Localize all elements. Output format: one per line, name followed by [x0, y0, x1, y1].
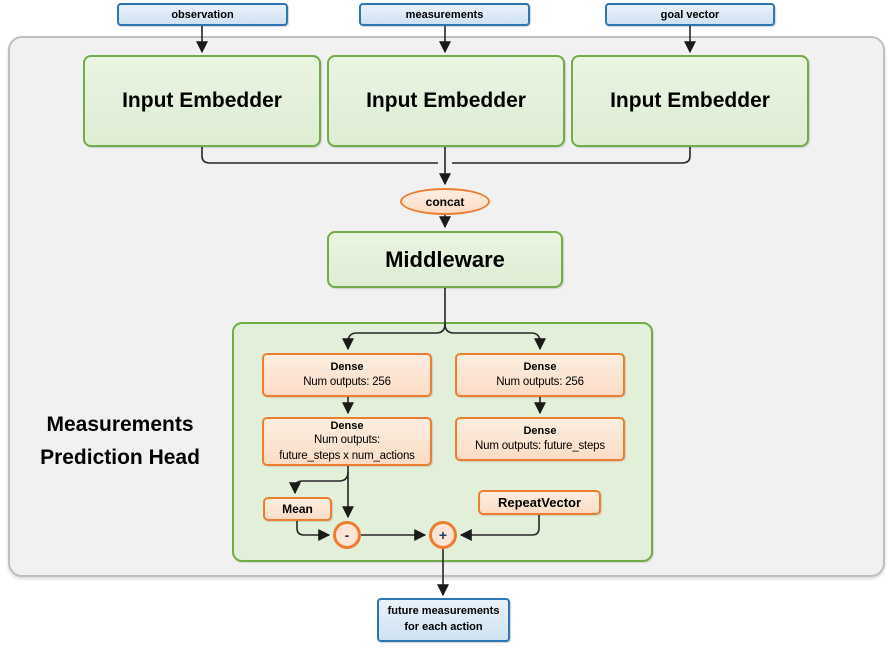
subtract-node: - [333, 521, 361, 549]
flow-arrows [196, 25, 696, 597]
mean-label: Mean [282, 501, 313, 516]
input-embedder-goal-vector: Input Embedder [571, 55, 809, 147]
dense-subtitle: Num outputs: future_steps [475, 439, 605, 452]
repeat-vector-box: RepeatVector [478, 490, 601, 515]
output-box-future-measurements: future measurements for each action [377, 598, 510, 642]
add-operator: + [438, 527, 448, 543]
subtract-operator: - [344, 527, 350, 543]
middleware-box: Middleware [327, 231, 563, 288]
dense-title: Dense [330, 360, 364, 373]
dense-title: Dense [330, 419, 364, 432]
embedder-label: Input Embedder [122, 89, 282, 112]
dense-subtitle: Num outputs: 256 [303, 375, 391, 388]
dense-future-steps-num-actions-box: Dense Num outputs: future_steps x num_ac… [262, 417, 432, 466]
dense-subtitle: Num outputs: 256 [496, 375, 584, 388]
input-embedder-measurements: Input Embedder [327, 55, 565, 147]
dense-256-actions-box: Dense Num outputs: 256 [262, 353, 432, 397]
source-label: observation [171, 8, 234, 21]
embedder-label: Input Embedder [366, 89, 526, 112]
output-label-line1: future measurements [387, 605, 500, 618]
dense-title: Dense [523, 424, 557, 437]
dense-title: Dense [523, 360, 557, 373]
source-box-measurements: measurements [359, 3, 530, 26]
dense-subtitle-line1: Num outputs: [314, 434, 380, 447]
source-label: measurements [405, 8, 484, 21]
source-box-goal-vector: goal vector [605, 3, 775, 26]
dense-subtitle-line2: future_steps x num_actions [279, 449, 415, 462]
head-title-line1: Measurements [46, 413, 194, 436]
mean-box: Mean [263, 497, 332, 521]
middleware-label: Middleware [385, 246, 505, 272]
dense-future-steps-box: Dense Num outputs: future_steps [455, 417, 625, 461]
head-title: Measurements Prediction Head [14, 409, 226, 474]
repeat-vector-label: RepeatVector [497, 494, 582, 510]
embedder-label: Input Embedder [610, 89, 770, 112]
add-node: + [429, 521, 457, 549]
input-embedder-observation: Input Embedder [83, 55, 321, 147]
source-label: goal vector [660, 8, 720, 21]
concat-label: concat [425, 194, 465, 209]
output-label-line2: for each action [404, 621, 483, 633]
concat-node: concat [400, 188, 490, 215]
head-title-line2: Prediction Head [40, 445, 200, 469]
source-box-observation: observation [117, 3, 288, 26]
dense-256-expectation-box: Dense Num outputs: 256 [455, 353, 625, 397]
